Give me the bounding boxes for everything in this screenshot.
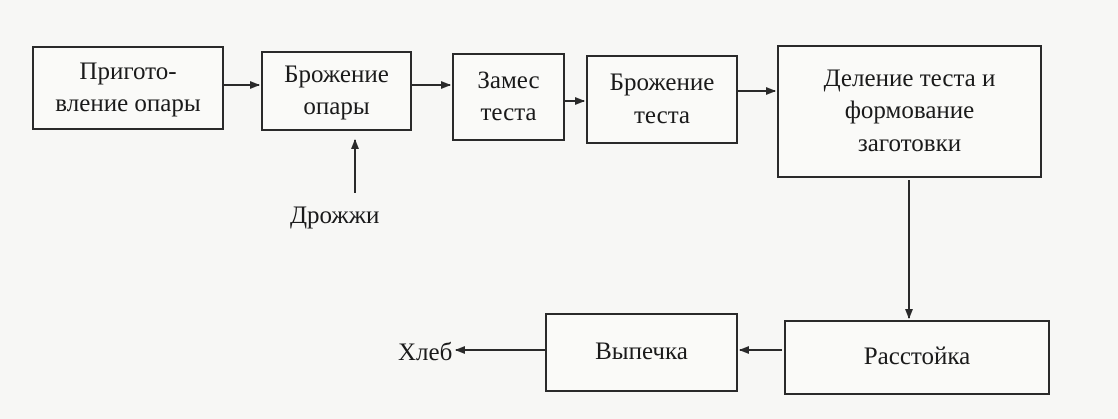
node-sponge-preparation-line-1: Пригото- (79, 57, 177, 85)
node-dough-fermentation: Брожение теста (586, 55, 738, 144)
node-dividing-and-shaping-line-2: формование (844, 97, 975, 125)
node-sponge-preparation-line-2: вление опары (55, 90, 201, 117)
node-baking-label: Выпечка (595, 338, 688, 366)
node-dividing-and-shaping: Деление теста и формование заготовки (777, 45, 1042, 178)
yeast-label: Дрожжи (290, 202, 380, 229)
node-dough-kneading-line-1: Замес (477, 66, 540, 94)
node-sponge-preparation: Пригото- вление опары (32, 46, 224, 130)
node-baking: Выпечка (545, 313, 738, 392)
node-dividing-and-shaping-line-1: Деление теста и (823, 64, 996, 92)
node-dough-kneading: Замес теста (452, 53, 565, 141)
node-dough-fermentation-line-2: теста (633, 101, 691, 129)
node-dough-fermentation-line-1: Брожение (609, 69, 715, 96)
node-sponge-fermentation-line-2: опары (303, 93, 370, 120)
node-dividing-and-shaping-line-3: заготовки (857, 129, 962, 157)
node-sponge-fermentation: Брожение опары (261, 51, 412, 131)
node-sponge-fermentation-line-1: Брожение (284, 60, 389, 88)
node-proofing-label: Расстойка (863, 343, 971, 371)
node-proofing: Расстойка (784, 320, 1050, 395)
node-dough-kneading-line-2: теста (480, 99, 537, 126)
bread-label: Хлеб (398, 339, 453, 366)
